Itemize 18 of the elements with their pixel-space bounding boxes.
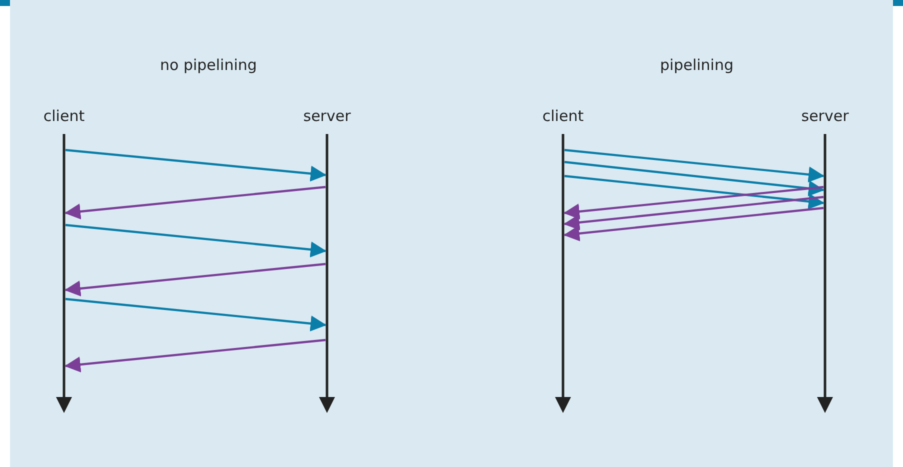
message-arrow — [564, 174, 824, 210]
message-arrow — [564, 196, 824, 230]
panel-heading: pipelining — [660, 56, 734, 74]
message-arrow — [65, 224, 326, 258]
participant-label: client — [42, 106, 86, 126]
message-arrow — [64, 262, 326, 296]
message-arrow — [564, 160, 824, 196]
message-arrow — [564, 206, 824, 242]
message-arrow — [64, 186, 326, 220]
message-arrow — [65, 298, 326, 332]
message-arrow — [564, 186, 824, 220]
message-arrow — [64, 338, 326, 372]
participant-label: server — [302, 106, 352, 126]
participant-label: client — [541, 106, 585, 126]
panel-heading: no pipelining — [160, 56, 257, 74]
participant-label: server — [800, 106, 850, 126]
message-arrow — [65, 148, 326, 182]
message-arrow — [564, 148, 824, 182]
